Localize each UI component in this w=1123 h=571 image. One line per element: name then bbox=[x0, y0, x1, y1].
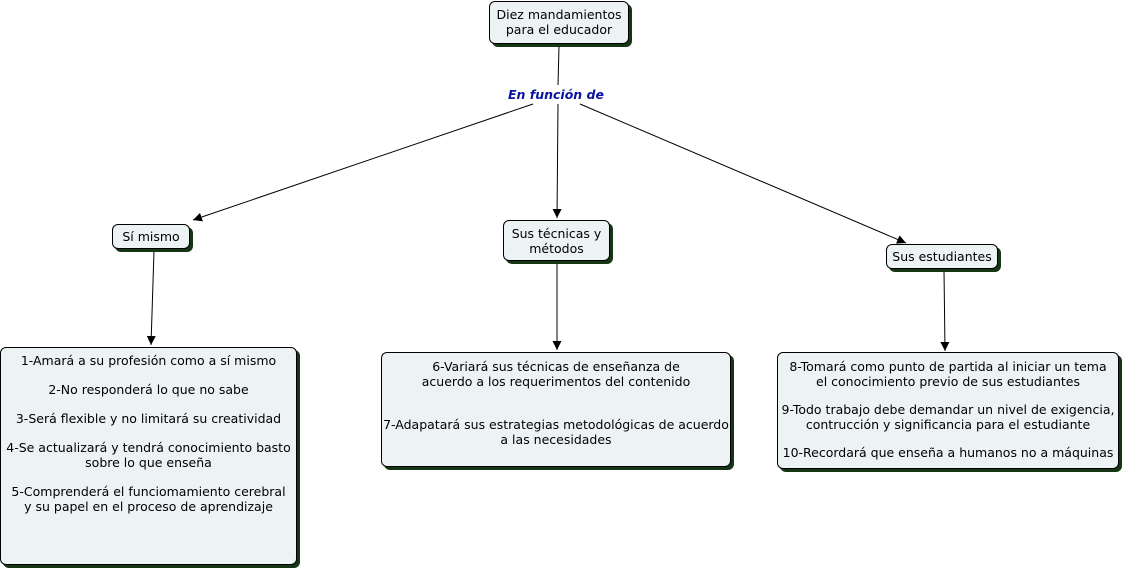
commandment-5: 5-Comprenderá el funciomamiento cerebral… bbox=[11, 484, 286, 514]
category-methods-text: Sus técnicas y métodos bbox=[511, 226, 602, 256]
details-methods[interactable]: 6-Variará sus técnicas de enseñanza de a… bbox=[381, 352, 731, 467]
category-methods[interactable]: Sus técnicas y métodos bbox=[503, 220, 610, 261]
link-label: En función de bbox=[508, 87, 604, 102]
category-self-text: Sí mismo bbox=[122, 229, 180, 244]
details-students[interactable]: 8-Tomará como punto de partida al inicia… bbox=[777, 352, 1119, 469]
commandment-10: 10-Recordará que enseña a humanos no a m… bbox=[782, 445, 1114, 460]
root-node[interactable]: Diez mandamientos para el educador bbox=[489, 1, 629, 44]
arrow-to-self bbox=[192, 103, 534, 222]
arrow-students-to-details bbox=[940, 269, 950, 352]
arrow-self-to-details bbox=[146, 250, 156, 346]
details-self[interactable]: 1-Amará a su profesión como a sí mismo 2… bbox=[0, 347, 297, 565]
link-root-to-label bbox=[557, 45, 560, 86]
category-self[interactable]: Sí mismo bbox=[112, 224, 190, 249]
commandment-3: 3-Será flexible y no limitará su creativ… bbox=[15, 411, 282, 426]
root-node-text: Diez mandamientos para el educador bbox=[496, 7, 622, 37]
commandment-4: 4-Se actualizará y tendrá conocimiento b… bbox=[6, 440, 291, 470]
commandment-9: 9-Todo trabajo debe demandar un nivel de… bbox=[781, 402, 1115, 432]
arrow-to-students bbox=[579, 103, 907, 244]
commandment-2: 2-No responderá lo que no sabe bbox=[48, 382, 249, 397]
arrow-to-methods bbox=[552, 103, 562, 219]
commandment-1: 1-Amará a su profesión como a sí mismo bbox=[20, 353, 277, 368]
commandment-8: 8-Tomará como punto de partida al inicia… bbox=[789, 359, 1107, 389]
category-students-text: Sus estudiantes bbox=[892, 249, 992, 264]
category-students[interactable]: Sus estudiantes bbox=[886, 244, 998, 269]
commandment-7: 7-Adapatará sus estrategias metodológica… bbox=[383, 417, 729, 447]
commandment-6: 6-Variará sus técnicas de enseñanza de a… bbox=[421, 359, 691, 389]
